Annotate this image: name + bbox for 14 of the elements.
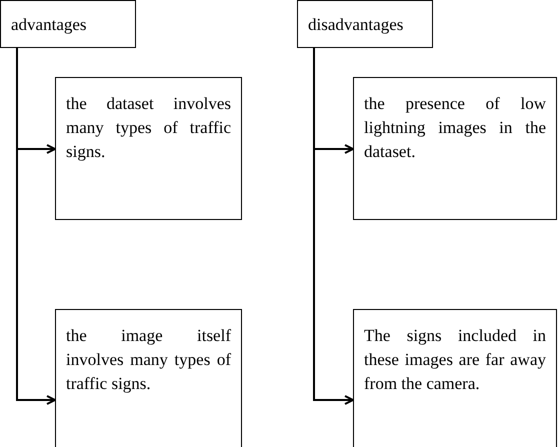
heading-text: advantages	[11, 14, 88, 36]
box-text: the image itself involves many types of traffic signs.	[66, 325, 231, 395]
heading-text: disadvantages	[308, 14, 404, 36]
box-text: The signs included in these images are far away from the camera.	[364, 325, 546, 395]
text-box	[353, 77, 557, 220]
heading-box	[297, 0, 433, 48]
box-text: the presence of low lightning images in the dataset.	[364, 93, 546, 163]
connector-arrow	[16, 48, 56, 405]
heading-box	[0, 0, 136, 48]
text-box	[353, 309, 557, 447]
box-text: the dataset involves many types of traffic signs.	[66, 93, 231, 163]
text-box	[55, 309, 242, 447]
connector-arrow	[313, 48, 354, 405]
text-box	[55, 77, 242, 220]
